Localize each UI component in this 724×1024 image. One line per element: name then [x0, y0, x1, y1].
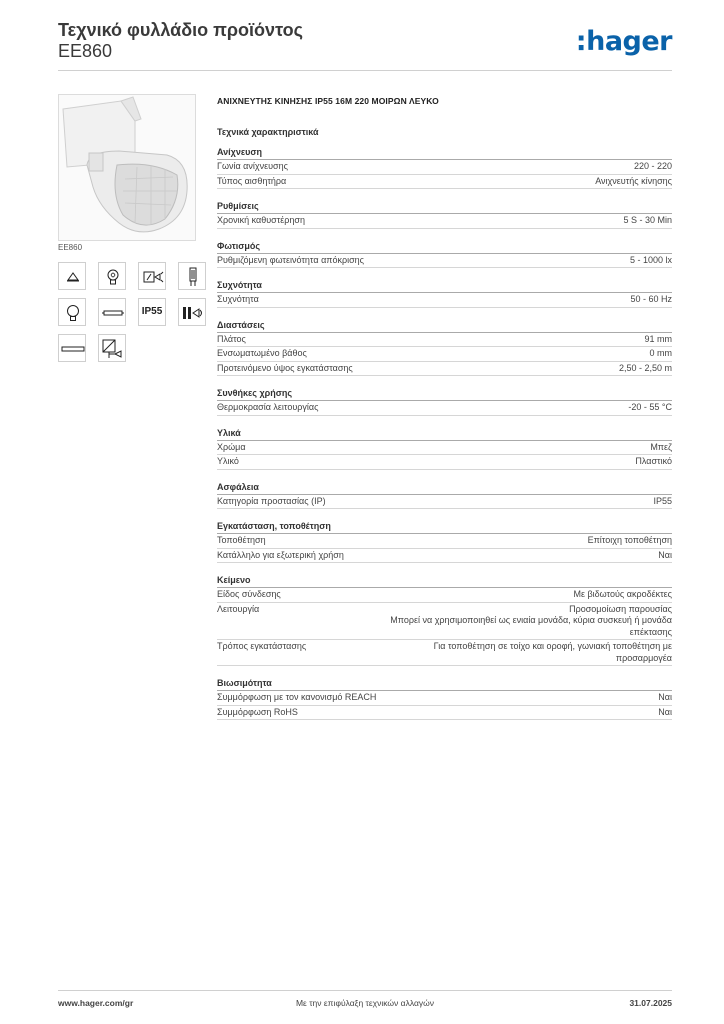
spec-value: Ναι — [658, 692, 672, 702]
spec-label: Υλικό — [217, 456, 239, 466]
section-title: Υλικά — [217, 428, 672, 441]
spec-row: Τοποθέτηση Επίτοιχη τοποθέτηση — [217, 534, 672, 549]
spec-label: Τοποθέτηση — [217, 535, 266, 545]
spec-value: 50 - 60 Hz — [630, 294, 672, 304]
tech-specs-title: Τεχνικά χαρακτηριστικά — [217, 127, 319, 137]
fluorescent-tube-icon — [98, 298, 126, 326]
spec-content: ΑΝΙΧΝΕΥΤΗΣ ΚΙΝΗΣΗΣ IP55 16Μ 220 ΜΟΙΡΩΝ Λ… — [217, 96, 672, 720]
spec-row: Γωνία ανίχνευσης 220 - 220 — [217, 160, 672, 175]
spec-value: Με βιδωτούς ακροδέκτες — [573, 589, 672, 599]
spec-value: Μπεζ — [650, 441, 672, 452]
spec-label: Ενσωματωμένο βάθος — [217, 348, 307, 358]
image-caption: EE860 — [58, 243, 83, 252]
spec-row: Χρώμα Μπεζ — [217, 441, 672, 455]
spec-label: Χρώμα — [217, 441, 246, 452]
spec-value: IP55 — [653, 495, 672, 506]
spec-row: Θερμοκρασία λειτουργίας -20 - 55 °C — [217, 401, 672, 416]
footer-date: 31.07.2025 — [629, 998, 672, 1008]
section-title: Διαστάσεις — [217, 320, 672, 333]
spec-value: Πλαστικό — [635, 456, 672, 466]
fluorescent-tube-2-icon — [58, 334, 86, 362]
section-title: Συχνότητα — [217, 280, 672, 293]
spec-row: Τρόπος εγκατάστασης Για τοποθέτηση σε τοί… — [217, 640, 672, 666]
spec-row: Συχνότητα 50 - 60 Hz — [217, 293, 672, 308]
spec-label: Συχνότητα — [217, 294, 259, 304]
footer-note: Με την επιφύλαξη τεχνικών αλλαγών — [295, 998, 435, 1008]
section-title: Συνθήκες χρήσης — [217, 388, 672, 401]
spec-row: Ρυθμιζόμενη φωτεινότητα απόκρισης 5 - 100… — [217, 254, 672, 268]
spec-label: Πλάτος — [217, 333, 246, 344]
product-code: EE860 — [58, 41, 113, 61]
product-image — [58, 94, 196, 241]
spec-row: Ενσωματωμένο βάθος 0 mm — [217, 347, 672, 362]
spec-label: Τύπος αισθητήρα — [217, 175, 287, 186]
spec-label: Χρονική καθυστέρηση — [217, 215, 305, 225]
spec-value: -20 - 55 °C — [628, 402, 672, 412]
spec-row: Προτεινόμενο ύψος εγκατάστασης 2,50 - 2,5… — [217, 362, 672, 376]
section-title: Βιωσιμότητα — [217, 678, 672, 691]
spec-label: Θερμοκρασία λειτουργίας — [217, 402, 319, 412]
ip55-label: IP55 — [141, 306, 163, 317]
section-title: Κείμενο — [217, 575, 672, 588]
spec-label: Γωνία ανίχνευσης — [217, 161, 288, 171]
section-title: Εγκατάσταση, τοποθέτηση — [217, 521, 672, 534]
header-divider — [58, 70, 672, 71]
footer-divider — [58, 990, 672, 991]
spec-row: Πλάτος 91 mm — [217, 333, 672, 347]
page-header: Τεχνικό φυλλάδιο προϊόντος EE860 :hager — [58, 20, 673, 70]
spec-label: Κατηγορία προστασίας (IP) — [217, 495, 326, 506]
spec-label: Ρυθμιζόμενη φωτεινότητα απόκρισης — [217, 254, 364, 265]
spec-row: Κατάλληλο για εξωτερική χρήση Ναι — [217, 549, 672, 563]
section-title: Ανίχνευση — [217, 147, 672, 160]
hager-logo: :hager — [575, 26, 673, 57]
spec-row: Υλικό Πλαστικό — [217, 455, 672, 470]
led-driver-icon — [138, 262, 166, 290]
spec-label: Συμμόρφωση με τον κανονισμό REACH — [217, 692, 377, 702]
spec-value: Προσομοίωση παρουσίας Μπορεί να χρησιμοπ… — [390, 603, 672, 637]
spec-label: Κατάλληλο για εξωτερική χρήση — [217, 549, 344, 560]
spec-label: Συμμόρφωση RoHS — [217, 706, 298, 717]
spec-value: Επίτοιχη τοποθέτηση — [587, 535, 672, 545]
spec-label: Τρόπος εγκατάστασης — [217, 641, 307, 651]
halogen-transformer-icon — [178, 262, 206, 290]
section-title: Ασφάλεια — [217, 482, 672, 495]
document-title: Τεχνικό φυλλάδιο προϊόντος — [58, 20, 303, 40]
ip55-icon: IP55 — [138, 298, 166, 326]
spec-value: 91 mm — [644, 333, 672, 344]
spec-row: Λειτουργία Προσομοίωση παρουσίας Μπορεί ν… — [217, 603, 672, 640]
product-name: ΑΝΙΧΝΕΥΤΗΣ ΚΙΝΗΣΗΣ IP55 16Μ 220 ΜΟΙΡΩΝ Λ… — [217, 96, 439, 106]
spec-row: Συμμόρφωση με τον κανονισμό REACH Ναι — [217, 691, 672, 706]
dimmer-motion-icon — [178, 298, 206, 326]
spec-value: Για τοποθέτηση σε τοίχο και οροφή, γωνια… — [433, 641, 672, 663]
spec-label: Είδος σύνδεσης — [217, 589, 281, 599]
spec-row: Τύπος αισθητήρα Ανιχνευτής κίνησης — [217, 175, 672, 189]
energy-saving-bulb-icon — [98, 262, 126, 290]
spec-value: Ναι — [658, 706, 672, 717]
motor-load-icon — [98, 334, 126, 362]
incandescent-bulb-icon — [58, 298, 86, 326]
spec-row: Συμμόρφωση RoHS Ναι — [217, 706, 672, 720]
spec-label: Λειτουργία — [217, 603, 260, 614]
section-title: Ρυθμίσεις — [217, 201, 672, 214]
footer-website[interactable]: www.hager.com/gr — [58, 998, 134, 1008]
section-title: Φωτισμός — [217, 241, 672, 254]
spec-row: Κατηγορία προστασίας (IP) IP55 — [217, 495, 672, 509]
spec-row: Χρονική καθυστέρηση 5 S - 30 Min — [217, 214, 672, 229]
spec-value: Ανιχνευτής κίνησης — [595, 175, 672, 186]
spec-label: Προτεινόμενο ύψος εγκατάστασης — [217, 362, 353, 373]
spec-value: 0 mm — [649, 348, 673, 358]
spec-value: 220 - 220 — [633, 161, 672, 171]
spec-value: Ναι — [658, 549, 672, 560]
ceiling-lamp-icon — [58, 262, 86, 290]
spec-value: 5 - 1000 lx — [629, 254, 672, 265]
spec-value: 5 S - 30 Min — [623, 215, 672, 225]
spec-value: 2,50 - 2,50 m — [618, 362, 672, 373]
spec-row: Είδος σύνδεσης Με βιδωτούς ακροδέκτες — [217, 588, 672, 603]
